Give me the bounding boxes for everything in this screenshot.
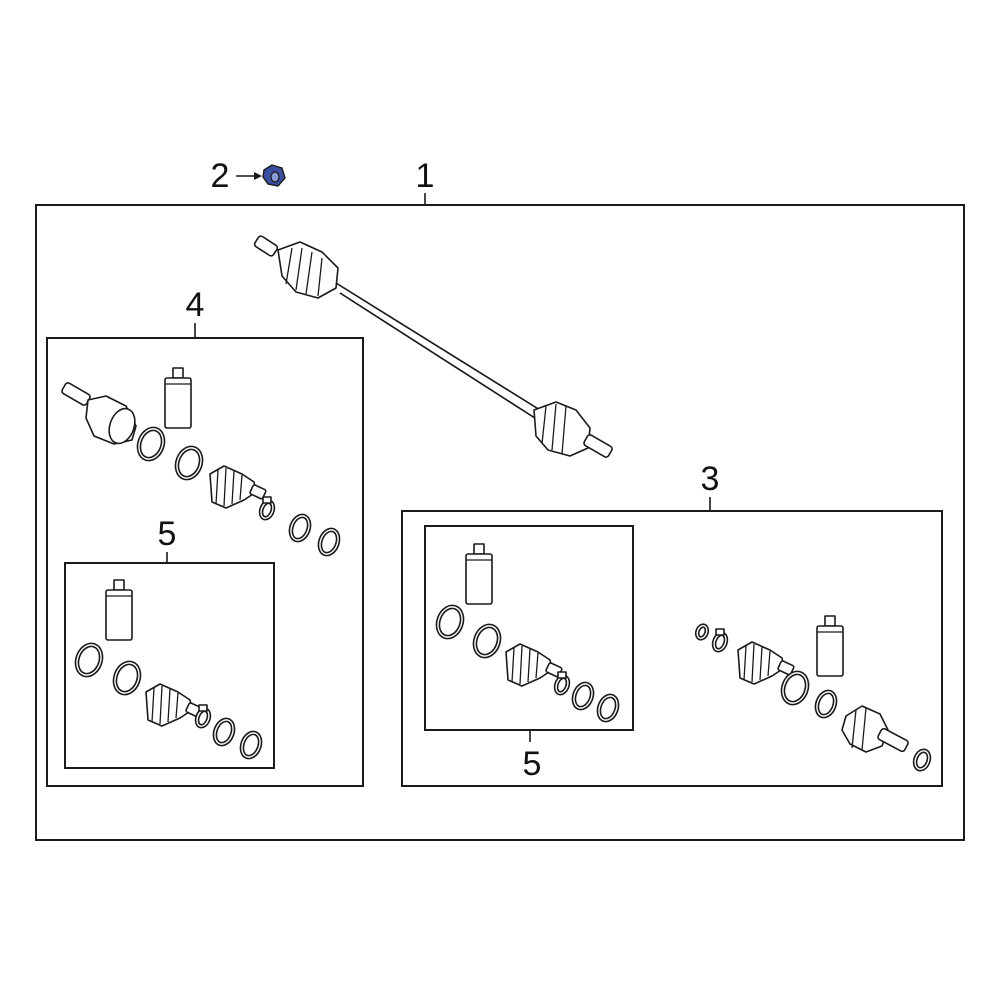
boot-kit-left-box	[64, 562, 275, 769]
callout-3: 3	[701, 460, 720, 498]
boot-kit-left-parts	[70, 579, 266, 763]
boot-kit-right-box	[424, 525, 634, 731]
callout-5-left: 5	[158, 515, 177, 553]
assembly-frame	[35, 204, 965, 841]
inner-joint-kit-box	[46, 337, 364, 787]
callout-2: 2	[211, 157, 230, 195]
inner-joint-parts	[61, 367, 344, 560]
callout-1: 1	[416, 157, 435, 195]
arrow-2	[254, 172, 262, 180]
nut-part	[262, 164, 286, 187]
callout-4: 4	[186, 286, 205, 324]
drive-shaft	[253, 235, 613, 458]
boot-kit-right-parts	[431, 543, 623, 726]
outer-joint-parts	[694, 615, 932, 772]
callout-5-right: 5	[523, 745, 542, 783]
outer-joint-kit-box	[401, 510, 943, 787]
